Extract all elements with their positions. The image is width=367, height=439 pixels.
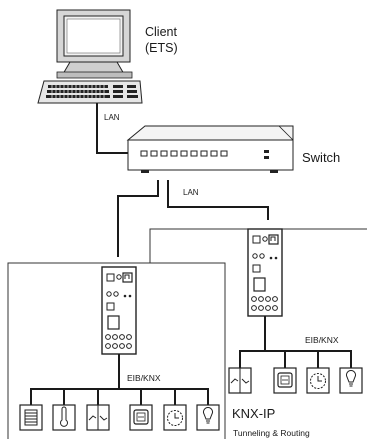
knx-ip-router-back bbox=[247, 228, 283, 317]
lan-label-upper: LAN bbox=[104, 113, 120, 122]
keyboard-icon bbox=[37, 80, 143, 104]
bus-label-front: EIB/KNX bbox=[127, 373, 161, 383]
switch-ports bbox=[140, 150, 228, 157]
lan-cable-switch-back bbox=[167, 180, 269, 220]
display-panel-icon bbox=[129, 404, 153, 431]
switch-label: Switch bbox=[302, 150, 341, 165]
bus-lines bbox=[30, 316, 352, 405]
knx-ip-router-front bbox=[101, 266, 137, 355]
clock-timer-icon bbox=[306, 367, 330, 394]
bus-rail-back bbox=[239, 350, 352, 368]
light-bulb-icon bbox=[196, 404, 220, 431]
bus-label-back: EIB/KNX bbox=[305, 335, 339, 345]
network-switch-icon bbox=[126, 125, 294, 173]
lan-cable-switch-front bbox=[117, 180, 159, 257]
client-computer bbox=[37, 9, 143, 104]
lan-cable-client-switch bbox=[96, 103, 128, 154]
dimmer-switch-icon bbox=[228, 367, 252, 394]
thermometer-icon bbox=[52, 404, 76, 431]
knx-ip-title: KNX-IP bbox=[232, 406, 276, 421]
bus-rail-front bbox=[30, 388, 209, 405]
display-panel-icon bbox=[273, 367, 297, 394]
monitor-icon bbox=[56, 9, 133, 79]
light-bulb-icon bbox=[339, 367, 363, 394]
dimmer-switch-icon bbox=[86, 404, 110, 431]
knx-ip-subtitle: Tunneling & Routing bbox=[233, 428, 310, 438]
blinds-actuator-icon bbox=[19, 404, 43, 431]
client-subtitle-label: (ETS) bbox=[145, 41, 178, 55]
clock-timer-icon bbox=[163, 404, 187, 431]
lan-cables bbox=[96, 103, 269, 257]
lan-label-lower: LAN bbox=[183, 188, 199, 197]
client-label: Client bbox=[145, 25, 177, 39]
